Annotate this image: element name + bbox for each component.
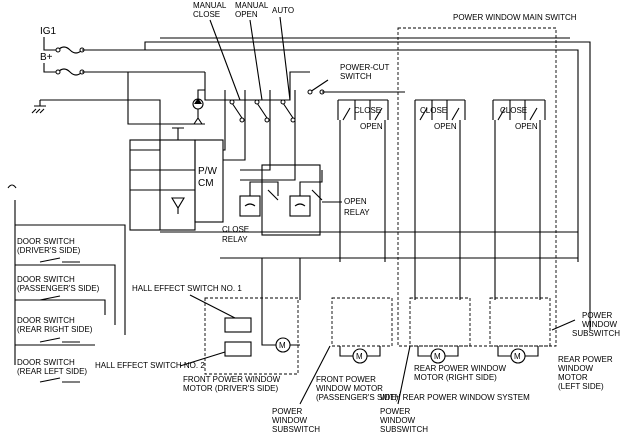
manual-close-label-2: CLOSE bbox=[193, 10, 220, 19]
svg-text:(REAR LEFT SIDE): (REAR LEFT SIDE) bbox=[17, 367, 87, 376]
svg-text:CLOSE: CLOSE bbox=[354, 106, 381, 115]
manual-switch-group bbox=[205, 90, 296, 181]
rear-left-motor: M bbox=[497, 346, 539, 364]
rear-left-motor-label-1: REAR POWER bbox=[558, 355, 613, 364]
svg-text:M: M bbox=[279, 341, 286, 350]
svg-text:M: M bbox=[356, 352, 363, 361]
front-driver-motor-label-1: FRONT POWER WINDOW bbox=[183, 375, 281, 384]
svg-text:M: M bbox=[514, 352, 521, 361]
subswitch-left-1: POWER bbox=[272, 407, 302, 416]
rear-left-motor-label-4: (LEFT SIDE) bbox=[558, 382, 604, 391]
close-relay-label-1: CLOSE bbox=[222, 225, 249, 234]
svg-text:CLOSE: CLOSE bbox=[500, 106, 527, 115]
rear-right-motor: M bbox=[417, 346, 459, 364]
svg-text:DOOR SWITCH: DOOR SWITCH bbox=[17, 275, 75, 284]
main-switch-block-1: CLOSE OPEN bbox=[337, 99, 389, 262]
subswitch-right-3: SUBSWITCH bbox=[572, 329, 620, 338]
subswitch-right-1: POWER bbox=[582, 311, 612, 320]
svg-text:OPEN: OPEN bbox=[360, 122, 383, 131]
rear-right-subswitch-frame bbox=[409, 297, 471, 347]
main-switch-title: POWER WINDOW MAIN SWITCH bbox=[453, 13, 577, 22]
ig1-fuse bbox=[43, 37, 85, 54]
power-cut-label-1: POWER-CUT bbox=[340, 63, 389, 72]
main-switch-block-2: CLOSE OPEN bbox=[414, 99, 466, 300]
svg-text:DOOR SWITCH: DOOR SWITCH bbox=[17, 237, 75, 246]
main-switch-frame bbox=[397, 27, 557, 347]
bplus-label: B+ bbox=[40, 52, 53, 63]
svg-text:M: M bbox=[434, 352, 441, 361]
svg-text:(DRIVER'S SIDE): (DRIVER'S SIDE) bbox=[17, 246, 81, 255]
relay-frame bbox=[261, 164, 321, 236]
rear-left-motor-label-2: WINDOW bbox=[558, 364, 594, 373]
manual-open-label-1: MANUAL bbox=[235, 1, 269, 10]
open-relay-label-1: OPEN bbox=[344, 197, 367, 206]
open-relay-label-2: RELAY bbox=[344, 208, 370, 217]
svg-text:OPEN: OPEN bbox=[515, 122, 538, 131]
subswitch-mid-3: SUBSWITCH bbox=[380, 425, 428, 434]
rear-right-motor-label-2: MOTOR (RIGHT SIDE) bbox=[414, 373, 497, 382]
wave-symbol bbox=[7, 184, 17, 189]
hall-switch-1 bbox=[224, 317, 252, 333]
ig1-bus bbox=[82, 49, 579, 262]
svg-text:(PASSENGER'S SIDE): (PASSENGER'S SIDE) bbox=[17, 284, 100, 293]
power-cut-switch bbox=[307, 79, 405, 95]
hall-switch-2 bbox=[224, 341, 252, 357]
driver-motor: M bbox=[261, 300, 300, 353]
rear-left-motor-label-3: MOTOR bbox=[558, 373, 588, 382]
subswitch-left-2: WINDOW bbox=[272, 416, 308, 425]
passenger-subswitch-frame bbox=[331, 297, 393, 347]
front-pass-motor-label-1: FRONT POWER bbox=[316, 375, 376, 384]
subswitch-mid-2: WINDOW bbox=[380, 416, 416, 425]
pwcm-label-2: CM bbox=[198, 178, 214, 189]
svg-text:OPEN: OPEN bbox=[434, 122, 457, 131]
indicator-led bbox=[192, 89, 205, 125]
subswitch-mid-1: POWER bbox=[380, 407, 410, 416]
front-driver-motor-label-2: MOTOR (DRIVER'S SIDE) bbox=[183, 384, 279, 393]
manual-open-label-2: OPEN bbox=[235, 10, 258, 19]
pwcm-ground-top bbox=[172, 127, 184, 140]
front-pass-motor-label-3: (PASSENGER'S SIDE) bbox=[316, 393, 399, 402]
ground-symbol bbox=[31, 100, 46, 114]
passenger-motor: M bbox=[339, 346, 381, 364]
rear-system-label: WITH REAR POWER WINDOW SYSTEM bbox=[380, 393, 530, 402]
open-relay-coil bbox=[289, 195, 311, 217]
door-switches: DOOR SWITCH (DRIVER'S SIDE) DOOR SWITCH … bbox=[17, 237, 100, 383]
subswitch-left-3: SUBSWITCH bbox=[272, 425, 320, 434]
pwcm-label-1: P/W bbox=[198, 166, 217, 177]
power-cut-label-2: SWITCH bbox=[340, 72, 372, 81]
bplus-fuse bbox=[43, 63, 85, 76]
pwcm-harness bbox=[129, 139, 196, 231]
bplus-bus bbox=[82, 71, 205, 125]
rear-left-subswitch-frame bbox=[489, 297, 551, 347]
subswitch-right-2: WINDOW bbox=[582, 320, 618, 329]
svg-text:(REAR RIGHT SIDE): (REAR RIGHT SIDE) bbox=[17, 325, 93, 334]
close-relay-label-2: RELAY bbox=[222, 235, 248, 244]
svg-text:DOOR SWITCH: DOOR SWITCH bbox=[17, 316, 75, 325]
front-pass-motor-label-2: WINDOW MOTOR bbox=[316, 384, 383, 393]
rear-right-motor-label-1: REAR POWER WINDOW bbox=[414, 364, 506, 373]
ig1-label: IG1 bbox=[40, 26, 57, 37]
close-relay-coil bbox=[239, 195, 261, 217]
driver-motor-frame bbox=[204, 297, 299, 375]
hall-2-label: HALL EFFECT SWITCH NO. 2 bbox=[95, 361, 205, 370]
hall-1-label: HALL EFFECT SWITCH NO. 1 bbox=[132, 284, 242, 293]
manual-close-label-1: MANUAL bbox=[193, 1, 227, 10]
svg-text:DOOR SWITCH: DOOR SWITCH bbox=[17, 358, 75, 367]
main-switch-block-3: CLOSE OPEN bbox=[492, 99, 546, 300]
ground-bus bbox=[40, 99, 161, 150]
auto-label: AUTO bbox=[272, 6, 294, 15]
svg-text:CLOSE: CLOSE bbox=[420, 106, 447, 115]
pwcm-ground-triangle bbox=[171, 197, 185, 210]
